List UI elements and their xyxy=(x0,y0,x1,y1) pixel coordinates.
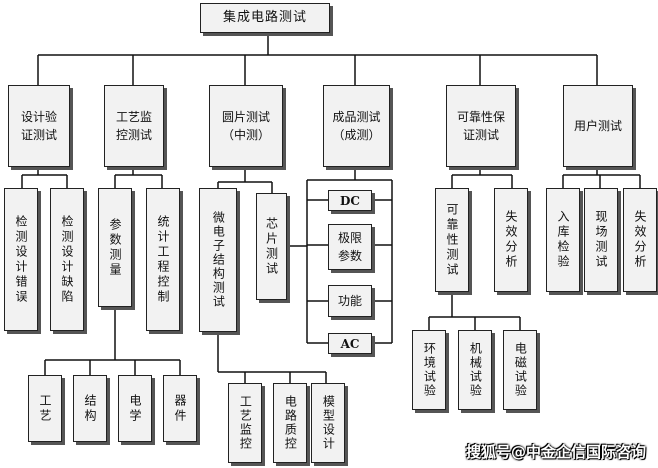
node-failure-analysis-rel: 失效分析 xyxy=(494,188,528,292)
node-process-monitoring: 工艺监控测试 xyxy=(104,85,164,167)
node-environment-test: 环境试验 xyxy=(412,330,446,410)
node-model-design: 模型设计 xyxy=(311,383,345,463)
node-circuit-qc: 电路质控 xyxy=(273,383,307,463)
node-chip-test: 芯片测试 xyxy=(256,193,287,300)
node-wafer-test: 圆片测试（中测） xyxy=(209,85,283,167)
node-reliability: 可靠性保证测试 xyxy=(446,85,516,167)
watermark: 搜狐号@中金企信国际咨询 xyxy=(465,443,646,461)
node-final-test: 成品测试（成测） xyxy=(323,85,390,167)
node-process-monitor: 工艺监控 xyxy=(228,383,262,463)
node-failure-analysis-user: 失效分析 xyxy=(623,188,657,292)
node-param-structure: 结构 xyxy=(73,375,107,442)
node-label: 成品测试（成测） xyxy=(332,110,381,142)
node-user-test: 用户测试 xyxy=(563,85,633,167)
node-label: 可靠性保证测试 xyxy=(456,110,505,142)
node-label: 工艺监控测试 xyxy=(115,110,152,142)
root-node: 集成电路测试 xyxy=(200,3,330,33)
node-parameter-measurement: 参数测量 xyxy=(98,188,132,307)
node-param-device: 器件 xyxy=(163,375,197,442)
node-ac: AC xyxy=(328,333,372,354)
node-limit-parameters: 极限参数 xyxy=(328,224,372,270)
node-label: 用户测试 xyxy=(573,119,622,133)
node-param-electrical: 电学 xyxy=(118,375,152,442)
node-statistical-process-control: 统计工程控制 xyxy=(146,188,180,331)
node-label: 设计验证测试 xyxy=(20,110,57,142)
node-function: 功能 xyxy=(328,285,372,317)
node-dc: DC xyxy=(328,190,372,211)
node-design-verification: 设计验证测试 xyxy=(8,85,70,167)
node-microelectronic-structure-test: 微电子结构测试 xyxy=(199,188,237,332)
node-param-process: 工艺 xyxy=(28,375,62,442)
root-label: 集成电路测试 xyxy=(222,10,307,26)
node-mechanical-test: 机械试验 xyxy=(458,330,492,410)
node-detect-design-defects: 检测设计缺陷 xyxy=(50,188,84,331)
node-label: 圆片测试（中测） xyxy=(221,110,270,142)
node-field-test: 现场测试 xyxy=(584,188,618,292)
node-detect-design-errors: 检测设计错误 xyxy=(4,188,38,331)
node-incoming-inspection: 入库检验 xyxy=(546,188,580,292)
node-reliability-test: 可靠性测试 xyxy=(435,188,469,292)
node-electromagnetic-test: 电磁试验 xyxy=(503,330,537,410)
